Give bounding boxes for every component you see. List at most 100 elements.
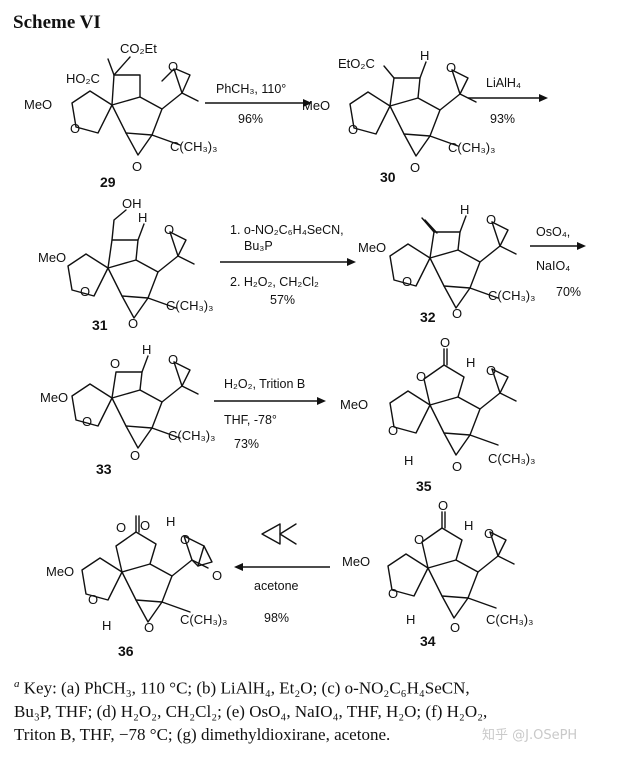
compound-number: 36 <box>118 643 134 659</box>
label-h: H <box>460 202 469 217</box>
label-ring-o: O <box>70 121 80 136</box>
reagent: 2. H₂O₂, CH₂Cl₂ <box>230 275 319 289</box>
reagent: THF, -78° <box>224 413 277 427</box>
label-ring-o: O <box>80 284 90 299</box>
yield: 70% <box>556 285 581 299</box>
label-meo: MeO <box>302 98 330 113</box>
label-h: H <box>138 210 147 225</box>
label-h: H <box>420 48 429 63</box>
reagent: PhCH₃, 110° <box>216 82 286 96</box>
footnote-line-2: Bu₃P, THF; (d) H₂O₂, CH₂Cl₂; (e) OsO₄, N… <box>14 701 488 721</box>
label-meo: MeO <box>38 250 66 265</box>
label-ring-o: O <box>388 423 398 438</box>
label-furan-o: O <box>168 352 178 367</box>
compound-34: O O H O MeO O H C(CH₃)₃ O 34 <box>342 498 533 649</box>
compound-number: 30 <box>380 169 396 185</box>
label-tbu: C(CH₃)₃ <box>180 612 227 627</box>
label-furan-o: O <box>484 526 494 541</box>
reagent: NaIO₄ <box>536 259 570 273</box>
compound-31: OH H O MeO O C(CH₃)₃ O 31 <box>38 196 213 333</box>
label-tbu: C(CH₃)₃ <box>448 140 495 155</box>
label-eto2c: EtO₂C <box>338 56 375 71</box>
compound-number: 29 <box>100 174 116 190</box>
label-meo: MeO <box>24 97 52 112</box>
label-epoxide-o: O <box>452 459 462 474</box>
label-ring-o: O <box>348 122 358 137</box>
label-ring-o: O <box>88 592 98 607</box>
label-meo: MeO <box>340 397 368 412</box>
label-h: H <box>466 355 475 370</box>
reagent: H₂O₂, Trition B <box>224 377 305 391</box>
yield: 57% <box>270 293 295 307</box>
label-epoxide-o: O <box>130 448 140 463</box>
label-furan-o: O <box>486 363 496 378</box>
label-oh: OH <box>122 196 142 211</box>
footnote-line-3: Triton B, THF, −78 °C; (g) dimethyldioxi… <box>14 724 391 744</box>
label-keto-o: O <box>110 356 120 371</box>
compound-number: 33 <box>96 461 112 477</box>
label-ring-o: O <box>402 274 412 289</box>
label-lactone-o: O <box>414 532 424 547</box>
yield: 93% <box>490 112 515 126</box>
label-h-lower: H <box>102 618 111 633</box>
label-tbu: C(CH₃)₃ <box>488 288 535 303</box>
label-ring-o: O <box>82 414 92 429</box>
reagent: LiAlH₄ <box>486 76 521 90</box>
reagent: acetone <box>254 579 299 593</box>
label-h-lower: H <box>406 612 415 627</box>
label-lactone-o: O <box>140 518 150 533</box>
reaction-arrow-e: H₂O₂, Trition B THF, -78° 73% <box>214 377 326 451</box>
scheme-title: Scheme VI <box>13 12 101 33</box>
label-furan-o: O <box>164 222 174 237</box>
compound-number: 32 <box>420 309 436 325</box>
label-epoxide-o: O <box>144 620 154 635</box>
compound-32: H O MeO O C(CH₃)₃ O 32 <box>358 202 535 325</box>
label-tbu: C(CH₃)₃ <box>166 298 213 313</box>
label-carbonyl-o: O <box>116 520 126 535</box>
label-h-lower: H <box>404 453 413 468</box>
label-new-epoxide-o: O <box>212 568 222 583</box>
label-tbu: C(CH₃)₃ <box>168 428 215 443</box>
compound-30: EtO₂C H O MeO O C(CH₃)₃ O 30 <box>302 48 495 185</box>
label-tbu: C(CH₃)₃ <box>488 451 535 466</box>
compound-36: O O H O MeO O H C(CH₃)₃ O O 36 <box>46 514 227 659</box>
reaction-arrow-c: 1. o-NO₂C₆H₄SeCN, Bu₃P 2. H₂O₂, CH₂Cl₂ 5… <box>220 223 356 307</box>
label-tbu: C(CH₃)₃ <box>486 612 533 627</box>
label-meo: MeO <box>46 564 74 579</box>
reaction-arrow-g: acetone 98% <box>234 523 330 625</box>
label-h: H <box>166 514 175 529</box>
label-carbonyl-o: O <box>440 335 450 350</box>
label-epoxide-o: O <box>410 160 420 175</box>
label-h: H <box>464 518 473 533</box>
reagent: Bu₃P <box>244 239 273 253</box>
yield: 98% <box>264 611 289 625</box>
label-ho2c: HO₂C <box>66 71 100 86</box>
reagent: 1. o-NO₂C₆H₄SeCN, <box>230 223 344 237</box>
reaction-arrow-b: LiAlH₄ 93% <box>468 76 548 126</box>
label-tbu: C(CH₃)₃ <box>170 139 217 154</box>
label-co2et: CO₂Et <box>120 41 157 56</box>
label-meo: MeO <box>358 240 386 255</box>
label-epoxide-o: O <box>452 306 462 321</box>
compound-35: O O H O MeO O H C(CH₃)₃ O 35 <box>340 335 535 494</box>
label-meo: MeO <box>342 554 370 569</box>
label-furan-o: O <box>180 532 190 547</box>
compound-29: CO₂Et HO₂C O MeO O C(CH₃)₃ O 29 <box>24 41 217 190</box>
footnote-line-1: Key: (a) PhCH₃, 110 °C; (b) LiAlH₄, Et₂O… <box>23 678 470 698</box>
footnote: a Key: (a) PhCH₃, 110 °C; (b) LiAlH₄, Et… <box>14 673 622 746</box>
compound-number: 34 <box>420 633 436 649</box>
label-epoxide-o: O <box>450 620 460 635</box>
reaction-arrow-d: OsO₄, NaIO₄ 70% <box>530 225 586 299</box>
reaction-arrow-a: PhCH₃, 110° 96% <box>205 82 312 126</box>
label-furan-o: O <box>168 59 178 74</box>
label-carbonyl-o: O <box>438 498 448 513</box>
yield: 73% <box>234 437 259 451</box>
label-meo: MeO <box>40 390 68 405</box>
label-furan-o: O <box>446 60 456 75</box>
compound-33: O H O MeO O C(CH₃)₃ O 33 <box>40 342 215 477</box>
label-furan-o: O <box>486 212 496 227</box>
dimethyldioxirane-structure <box>261 523 297 545</box>
label-epoxide-o: O <box>128 316 138 331</box>
label-h: H <box>142 342 151 357</box>
